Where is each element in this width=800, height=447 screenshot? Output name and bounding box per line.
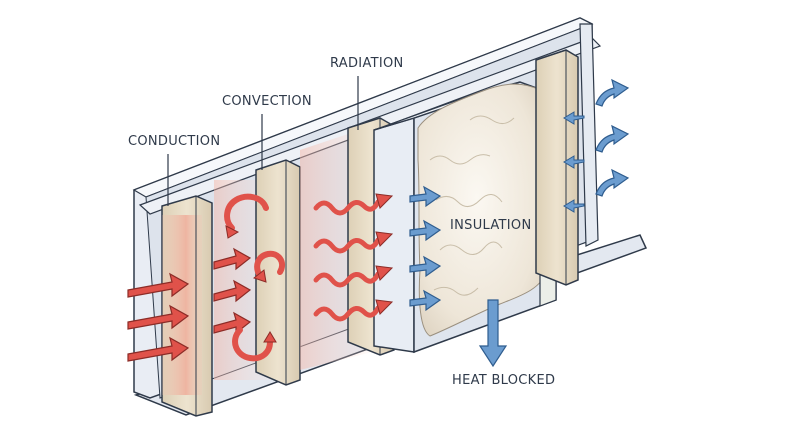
radiation-label: RADIATION (330, 56, 404, 71)
conduction-label: CONDUCTION (128, 134, 221, 149)
conduction-arrow (213, 247, 252, 271)
conduction-arrows (127, 247, 252, 362)
radiation-arrows (313, 193, 394, 322)
insulation-label: INSULATION (450, 218, 532, 233)
outgoing-arrows (595, 78, 630, 197)
heat-blocked-arrow (478, 299, 508, 368)
convection-loop-arrow (224, 193, 269, 231)
conduction-stud (161, 195, 213, 417)
convection-loop-arrow (254, 250, 286, 279)
blocked-arrow (409, 185, 442, 208)
blocked-arrow (409, 219, 442, 242)
radiation-wave-arrow (313, 305, 381, 322)
conduction-arrow (127, 272, 190, 298)
convection-arrows (224, 193, 286, 362)
convection-label: CONVECTION (222, 94, 312, 109)
exterior-stud-arrows (563, 111, 585, 213)
heat-blocked-label: HEAT BLOCKED (452, 373, 556, 388)
end-panel (579, 23, 599, 247)
radiation-wave-arrow (313, 237, 381, 254)
conduction-arrow (127, 304, 190, 330)
exterior-stud (535, 49, 579, 286)
outgoing-arrow (595, 124, 630, 153)
blocked-heat-arrows (409, 185, 442, 312)
blocked-arrow (409, 289, 442, 312)
radiation-wave-arrow (313, 271, 381, 288)
blocked-arrow (409, 255, 442, 278)
radiation-wave-arrow (313, 199, 381, 216)
conduction-arrow (213, 279, 252, 303)
convection-loop-arrow (232, 327, 273, 362)
outgoing-arrow (595, 168, 630, 197)
conduction-arrow (127, 336, 190, 362)
convection-arrowheads (225, 225, 277, 343)
label-leader-lines (167, 76, 359, 206)
outgoing-arrow (595, 78, 630, 107)
